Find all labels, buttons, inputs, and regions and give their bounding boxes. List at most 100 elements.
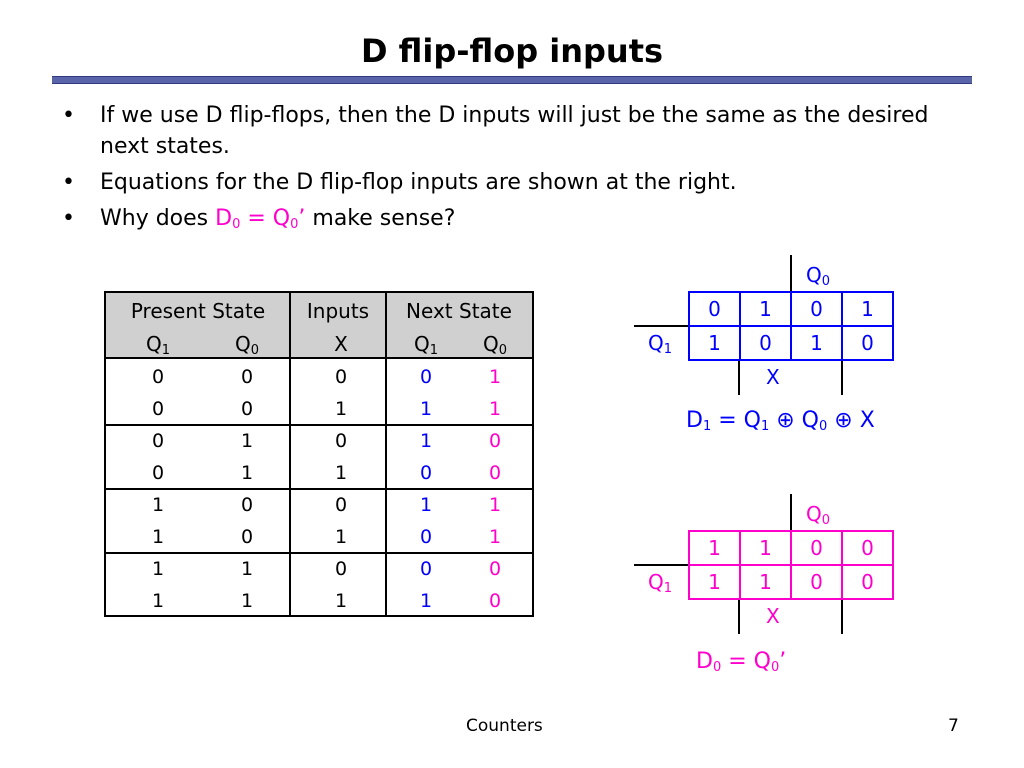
bullet-dot-icon: • [62, 103, 75, 128]
table-cell: 0 [151, 366, 165, 388]
kmap-grid-line [738, 598, 740, 634]
kmap-label-q0: Q0 [806, 502, 831, 528]
title-divider [52, 76, 972, 84]
table-cell: 1 [151, 494, 165, 516]
kmap-label-x: X [766, 365, 780, 389]
kmap-cell: 1 [759, 570, 772, 594]
table-column-divider [289, 293, 291, 615]
table-cell: 1 [240, 590, 254, 612]
bullet-text: Equations for the D flip-flop inputs are… [100, 170, 737, 195]
kmap-grid-line [892, 291, 894, 361]
table-cell: 1 [334, 398, 348, 420]
kmap-grid-line [790, 494, 792, 530]
table-cell: 1 [240, 430, 254, 452]
kmap-cell: 0 [759, 331, 772, 355]
kmap-grid-line [841, 359, 843, 395]
kmap-grid-line [739, 530, 741, 600]
kmap-cell: 1 [708, 536, 721, 560]
table-row-divider [106, 488, 532, 490]
kmap-grid-line [634, 564, 688, 566]
table-row-divider [106, 424, 532, 426]
table-cell: 0 [151, 398, 165, 420]
table-cell: 0 [240, 494, 254, 516]
kmap-grid-line [790, 530, 792, 600]
table-cell: 0 [419, 526, 433, 548]
kmap-cell: 0 [810, 297, 823, 321]
kmap-cell: 1 [759, 297, 772, 321]
table-group-header: Inputs [306, 299, 370, 323]
bullet-text-post: make sense? [305, 206, 456, 231]
table-group-header: Present State [130, 299, 266, 323]
d0-highlight: D0 = Q0’ [215, 206, 306, 232]
page-number: 7 [948, 716, 959, 736]
table-cell: 0 [419, 366, 433, 388]
table-column-header: Q0 [482, 332, 508, 358]
table-cell: 0 [488, 462, 502, 484]
equation-d0: D0 = Q0’ [696, 649, 787, 675]
table-cell: 1 [488, 526, 502, 548]
bullet-item: • Why does D0 = Q0’ make sense? [60, 203, 960, 240]
kmap-grid-line [892, 530, 894, 600]
kmap-cell: 0 [810, 536, 823, 560]
table-cell: 0 [488, 558, 502, 580]
table-cell: 0 [488, 590, 502, 612]
kmap-grid-line [688, 530, 690, 600]
kmap-grid-line [790, 255, 792, 291]
table-column-divider [385, 293, 387, 615]
table-cell: 1 [240, 558, 254, 580]
table-cell: 0 [240, 526, 254, 548]
kmap-cell: 1 [861, 297, 874, 321]
table-cell: 1 [151, 590, 165, 612]
table-group-header: Next State [406, 299, 512, 323]
table-cell: 1 [151, 558, 165, 580]
slide-title: D flip-flop inputs [360, 32, 664, 70]
kmap-cell: 1 [759, 536, 772, 560]
table-column-header: Q1 [413, 332, 439, 358]
table-cell: 0 [488, 430, 502, 452]
table-cell: 1 [488, 366, 502, 388]
table-cell: 1 [419, 398, 433, 420]
bullet-dot-icon: • [62, 170, 75, 195]
kmap-grid-line [634, 325, 688, 327]
kmap-label-x: X [766, 604, 780, 628]
table-column-header: Q1 [145, 332, 171, 358]
bullet-text: If we use D flip-flops, then the D input… [100, 103, 929, 159]
kmap-cell: 1 [708, 331, 721, 355]
table-cell: 0 [334, 430, 348, 452]
kmap-grid-line [688, 291, 690, 361]
kmap-cell: 0 [708, 297, 721, 321]
kmap-label-q0: Q0 [806, 263, 831, 289]
kmap-cell: 1 [810, 331, 823, 355]
table-cell: 1 [419, 494, 433, 516]
table-cell: 1 [334, 462, 348, 484]
kmap-grid-line [841, 598, 843, 634]
table-cell: 0 [419, 462, 433, 484]
table-cell: 1 [334, 590, 348, 612]
kmap-label-q1: Q1 [648, 570, 673, 596]
kmap-label-q1: Q1 [648, 331, 673, 357]
bullet-text-pre: Why does [100, 206, 216, 231]
kmap-cell: 1 [708, 570, 721, 594]
table-cell: 1 [419, 590, 433, 612]
kmap-cell: 0 [861, 536, 874, 560]
table-cell: 0 [334, 558, 348, 580]
table-cell: 0 [419, 558, 433, 580]
table-cell: 0 [334, 366, 348, 388]
table-cell: 0 [151, 462, 165, 484]
table-column-header: X [334, 332, 348, 356]
kmap-grid-line [841, 530, 843, 600]
table-cell: 1 [240, 462, 254, 484]
table-cell: 1 [419, 430, 433, 452]
table-cell: 0 [334, 494, 348, 516]
footer-label: Counters [466, 716, 543, 736]
equation-d1: D1 = Q1 ⊕ Q0 ⊕ X [686, 408, 875, 434]
table-row-divider [106, 552, 532, 554]
table-cell: 1 [334, 526, 348, 548]
kmap-cell: 0 [861, 570, 874, 594]
table-column-header: Q0 [234, 332, 260, 358]
bullet-dot-icon: • [62, 206, 75, 231]
table-cell: 1 [488, 398, 502, 420]
table-cell: 1 [488, 494, 502, 516]
